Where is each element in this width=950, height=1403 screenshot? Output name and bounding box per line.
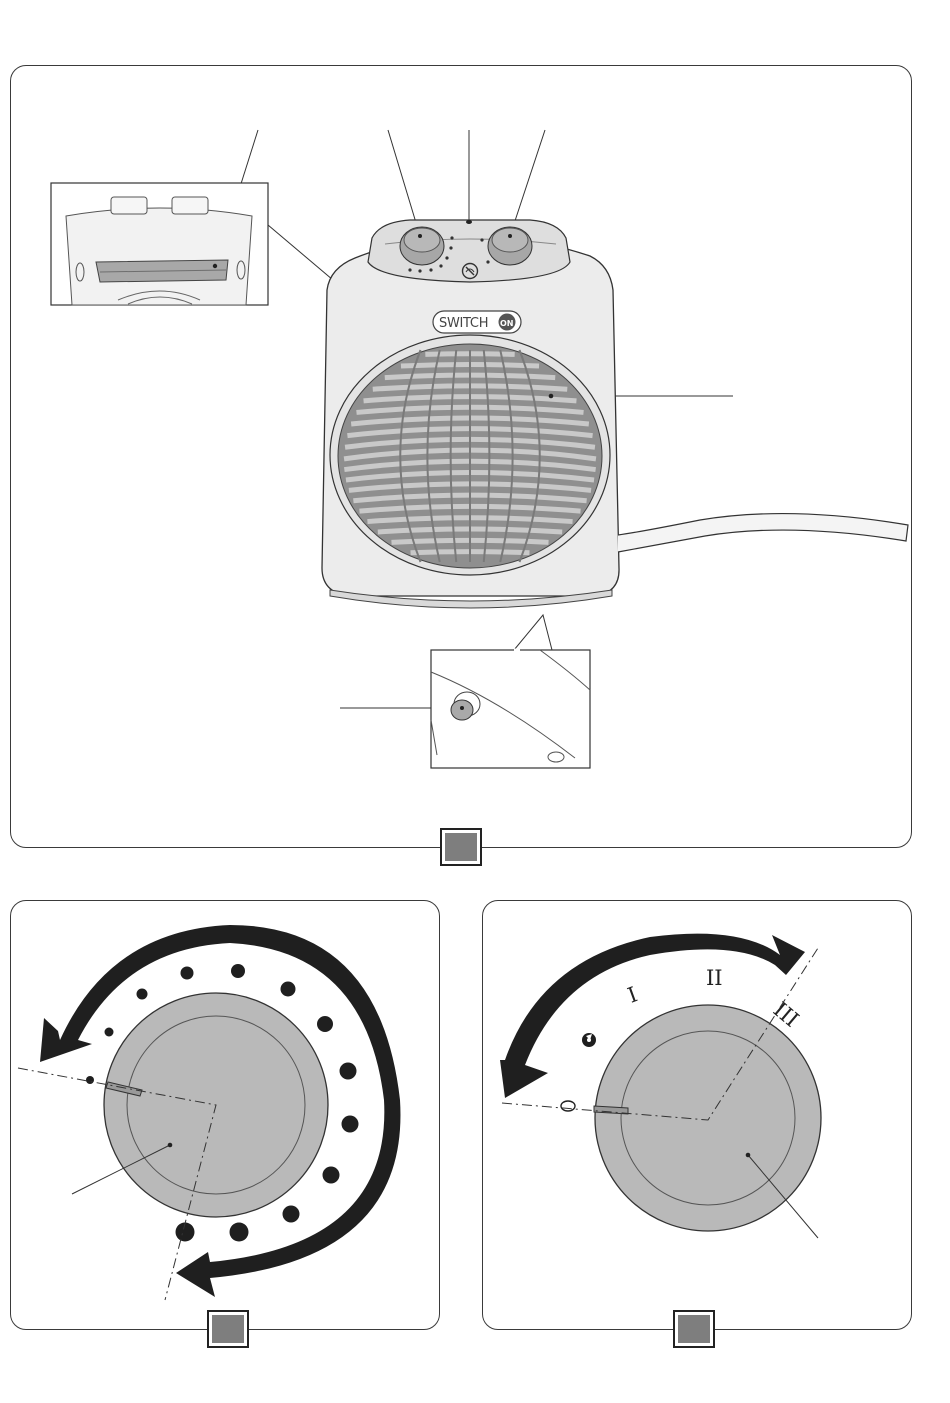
mode-label-2: II bbox=[706, 966, 723, 990]
off-icon bbox=[561, 1101, 575, 1111]
mode-knob-large bbox=[595, 1005, 821, 1231]
fan-icon bbox=[582, 1033, 596, 1047]
mode-label-1: I bbox=[625, 982, 641, 1007]
